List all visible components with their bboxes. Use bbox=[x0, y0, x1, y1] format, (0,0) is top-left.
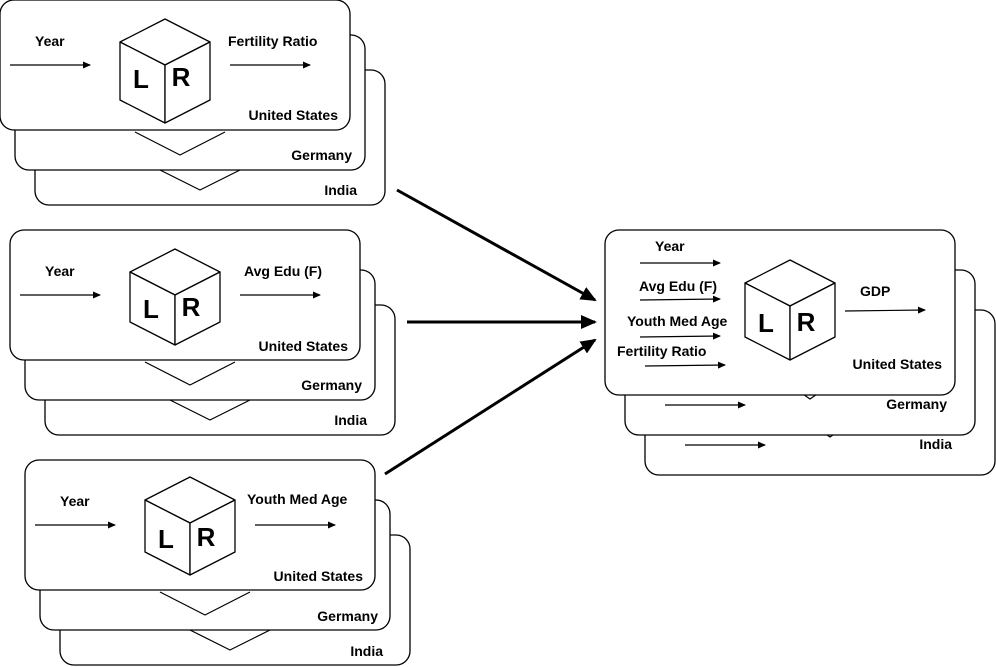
input-label-year: Year bbox=[655, 238, 685, 254]
model-group-avg-edu: India Germany Year L R Avg Edu (F) Unite… bbox=[9, 229, 396, 436]
card-country-label: Germany bbox=[291, 147, 352, 163]
cube-right-letter: R bbox=[197, 522, 216, 552]
cube-left-letter: L bbox=[758, 308, 774, 338]
card-country-label: Germany bbox=[301, 377, 362, 393]
card-country-label: Germany bbox=[317, 608, 378, 624]
output-arrow bbox=[844, 306, 926, 314]
output-label: Youth Med Age bbox=[247, 491, 348, 507]
output-label: Avg Edu (F) bbox=[244, 263, 322, 279]
input-arrow bbox=[639, 295, 721, 303]
model-group-fertility: India Germany Year L R Fertility Ratio U… bbox=[0, 0, 386, 206]
input-label: Year bbox=[45, 263, 75, 279]
card-united-states: Year Avg Edu (F) Youth Med Age Fertility… bbox=[604, 229, 956, 396]
output-label: Fertility Ratio bbox=[228, 33, 317, 49]
cube-left-letter: L bbox=[143, 294, 159, 324]
lr-cube: L R bbox=[129, 248, 221, 346]
flow-arrow-youth-med-age bbox=[384, 338, 597, 476]
input-label: Year bbox=[60, 493, 90, 509]
lr-cube: L R bbox=[744, 259, 836, 361]
cube-left-letter: L bbox=[158, 524, 174, 554]
input-label-avg-edu: Avg Edu (F) bbox=[639, 278, 717, 294]
card-country-label: United States bbox=[853, 356, 943, 372]
lr-cube: L R bbox=[144, 476, 236, 576]
card-country-label: India bbox=[350, 643, 383, 659]
model-group-gdp: India Germany Year Avg Edu (F) Youth Med… bbox=[604, 229, 996, 476]
card-country-label: United States bbox=[249, 107, 339, 123]
input-label-youth-med-age: Youth Med Age bbox=[627, 313, 728, 329]
cube-right-letter: R bbox=[797, 307, 816, 337]
flow-arrow-fertility bbox=[396, 188, 597, 302]
lr-cube: L R bbox=[119, 18, 211, 124]
cube-right-letter: R bbox=[182, 292, 201, 322]
output-label: GDP bbox=[860, 283, 890, 299]
cube-left-letter: L bbox=[133, 64, 149, 94]
card-united-states: Year L R Avg Edu (F) United States bbox=[9, 229, 361, 361]
card-country-label: India bbox=[334, 412, 367, 428]
cube-right-letter: R bbox=[172, 62, 191, 92]
card-country-label: United States bbox=[259, 338, 349, 354]
card-country-label: India bbox=[324, 182, 357, 198]
card-country-label: Germany bbox=[886, 396, 947, 412]
model-group-youth-med-age: India Germany Year L R Youth Med Age Uni… bbox=[24, 459, 411, 666]
input-label-fertility-ratio: Fertility Ratio bbox=[617, 343, 706, 359]
card-united-states: Year L R Fertility Ratio United States bbox=[0, 0, 351, 131]
card-united-states: Year L R Youth Med Age United States bbox=[24, 459, 376, 591]
card-country-label: United States bbox=[274, 568, 364, 584]
input-arrow bbox=[639, 332, 721, 340]
input-arrow bbox=[644, 361, 726, 369]
input-label: Year bbox=[35, 33, 65, 49]
card-country-label: India bbox=[919, 436, 952, 452]
